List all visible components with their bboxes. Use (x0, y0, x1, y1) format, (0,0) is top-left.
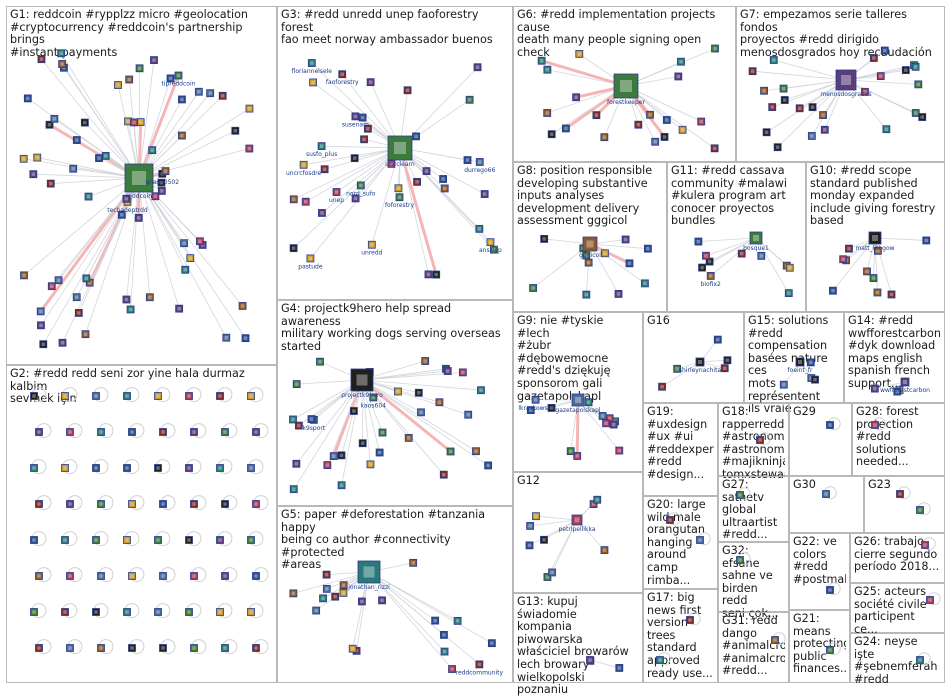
group-g6-label: G6: #redd implementation projects cause … (517, 9, 732, 59)
group-g10-label: G10: #redd scope standard published mond… (810, 165, 941, 228)
group-g19: G19: #uxdesign #ux #ui #reddexperi... #r… (643, 403, 718, 496)
group-g4-label: G4: projectk9hero help spread awareness … (281, 303, 509, 353)
group-g12-label: G12 (517, 475, 639, 488)
group-g25-label: G25: acteurs société civile participent … (854, 586, 941, 636)
group-g6: G6: #redd implementation projects cause … (513, 6, 736, 162)
group-g11: G11: #redd cassava community #malawi #ku… (667, 162, 806, 312)
group-g10: G10: #redd scope standard published mond… (806, 162, 945, 312)
group-g5-label: G5: paper #deforestation #tanzania happy… (281, 509, 509, 572)
group-g30: G30 (789, 476, 864, 533)
group-g21-label: G21: means protecting public finances... (793, 613, 846, 676)
group-g32-label: G32: efsane sahne ve birden redd seni ço… (722, 545, 785, 621)
group-g16-label: G16 (647, 315, 740, 328)
group-g14: G14: #redd wwfforestcarbon #dyk download… (844, 312, 945, 403)
group-g5: G5: paper #deforestation #tanzania happy… (277, 506, 513, 683)
group-g16: G16 (643, 312, 744, 403)
group-g3-label: G3: #redd unredd unep faoforestry forest… (281, 9, 509, 47)
group-g11-label: G11: #redd cassava community #malawi #ku… (671, 165, 802, 228)
group-g1-label: G1: reddcoin #rypplzz micro #geolocation… (10, 9, 273, 59)
group-g29-label: G29 (793, 406, 848, 419)
group-g27: G27: satnetv global ultraartist #redd... (718, 476, 789, 542)
group-g20: G20: large wild male orangutan hanging a… (643, 496, 718, 589)
group-g22: G22: ve colors #redd #postmalo... (789, 533, 850, 610)
group-g7-label: G7: empezamos serie talleres fondos proy… (740, 9, 941, 59)
group-g20-label: G20: large wild male orangutan hanging a… (647, 499, 714, 587)
group-g2-label: G2: #redd redd seni zor yine hala durmaz… (10, 368, 273, 406)
group-g18-label: G18: rapperredd #astronomicon #astronomi… (722, 406, 785, 482)
group-g13: G13: kupuj świadomie kompania piwowarska… (513, 593, 643, 683)
group-g15-label: G15: solutions #redd compensation basées… (748, 315, 840, 416)
group-g17: G17: big news first version trees standa… (643, 589, 718, 683)
group-g22-label: G22: ve colors #redd #postmalo... (793, 536, 846, 586)
group-g29: G29 (789, 403, 852, 476)
group-g31: G31: redd dango #animalcro... #animalcro… (718, 612, 789, 683)
group-g4: G4: projectk9hero help spread awareness … (277, 300, 513, 506)
group-g15: G15: solutions #redd compensation basées… (744, 312, 844, 403)
group-g18: G18: rapperredd #astronomicon #astronomi… (718, 403, 789, 476)
group-g9: G9: nie #tyskie #lech #żubr #dębowemocne… (513, 312, 643, 472)
group-g1: G1: reddcoin #rypplzz micro #geolocation… (6, 6, 277, 365)
group-g28-label: G28: forest protection #redd solutions n… (856, 406, 941, 469)
group-g17-label: G17: big news first version trees standa… (647, 592, 714, 680)
group-g24: G24: neyse işte #şebnemferah #redd (850, 633, 945, 683)
group-g7: G7: empezamos serie talleres fondos proy… (736, 6, 945, 162)
group-g23: G23 (864, 476, 945, 533)
group-g27-label: G27: satnetv global ultraartist #redd... (722, 479, 785, 542)
group-g9-label: G9: nie #tyskie #lech #żubr #dębowemocne… (517, 315, 639, 403)
group-g23-label: G23 (868, 479, 941, 492)
group-g8-label: G8: position responsible developing subs… (517, 165, 663, 228)
group-g24-label: G24: neyse işte #şebnemferah #redd (854, 636, 941, 686)
group-g3: G3: #redd unredd unep faoforestry forest… (277, 6, 513, 300)
group-g13-label: G13: kupuj świadomie kompania piwowarska… (517, 596, 639, 697)
group-g30-label: G30 (793, 479, 860, 492)
group-g12: G12 (513, 472, 643, 593)
group-g25: G25: acteurs société civile participent … (850, 583, 945, 633)
group-g26: G26: trabajo cierre segundo período 2018… (850, 533, 945, 583)
group-g21: G21: means protecting public finances... (789, 610, 850, 683)
group-g2: G2: #redd redd seni zor yine hala durmaz… (6, 365, 277, 683)
group-g19-label: G19: #uxdesign #ux #ui #reddexperi... #r… (647, 406, 714, 482)
group-g14-label: G14: #redd wwfforestcarbon #dyk download… (848, 315, 941, 391)
group-g8: G8: position responsible developing subs… (513, 162, 667, 312)
group-g32: G32: efsane sahne ve birden redd seni ço… (718, 542, 789, 612)
group-g26-label: G26: trabajo cierre segundo período 2018… (854, 536, 941, 574)
group-g28: G28: forest protection #redd solutions n… (852, 403, 945, 476)
group-g31-label: G31: redd dango #animalcro... #animalcro… (722, 615, 785, 678)
